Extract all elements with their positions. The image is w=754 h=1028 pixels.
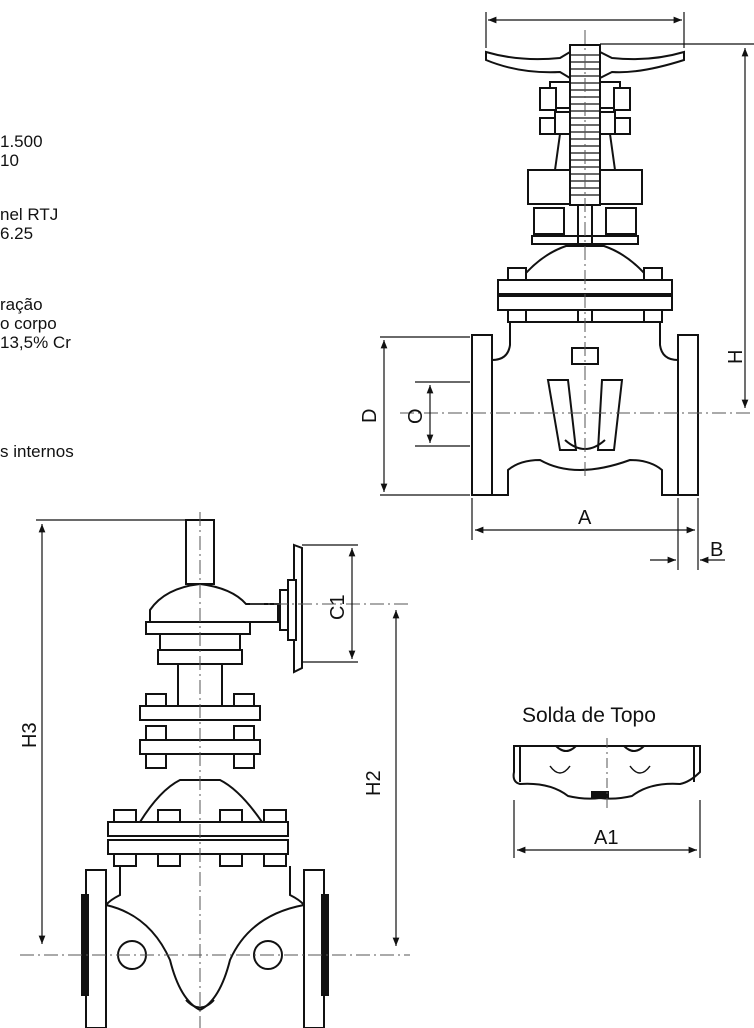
dim-label-h3: H3 <box>19 722 41 748</box>
gear-valve-center-lines <box>20 512 410 1028</box>
top-valve-dimensions <box>380 12 754 570</box>
gear-valve-dimensions <box>36 519 400 946</box>
dim-label-d: D <box>359 409 381 423</box>
dim-label-b: B <box>710 539 723 561</box>
dim-label-c1: C1 <box>327 594 349 620</box>
dim-label-a1: A1 <box>594 827 618 849</box>
dim-label-a: A <box>578 507 592 529</box>
spec-line-operation: ração <box>0 295 43 314</box>
spec-line-material: 13,5% Cr <box>0 333 71 352</box>
spec-line-pressure: 1.500 <box>0 132 43 151</box>
gate-valve-gear-drawing <box>81 519 329 1028</box>
spec-line-standard: 6.25 <box>0 224 34 243</box>
spec-line-body: o corpo <box>0 314 57 333</box>
spec-line-size: 10 <box>0 151 19 170</box>
butt-weld-dimensions <box>513 800 701 858</box>
dim-label-h2: H2 <box>363 770 385 796</box>
dim-label-h: H <box>725 350 747 364</box>
butt-weld-title: Solda de Topo <box>522 704 656 727</box>
spec-line-facing: nel RTJ <box>0 205 59 224</box>
spec-line-internals: s internos <box>0 442 74 461</box>
dim-label-o: O <box>405 408 427 424</box>
top-valve-center-lines <box>400 30 754 480</box>
